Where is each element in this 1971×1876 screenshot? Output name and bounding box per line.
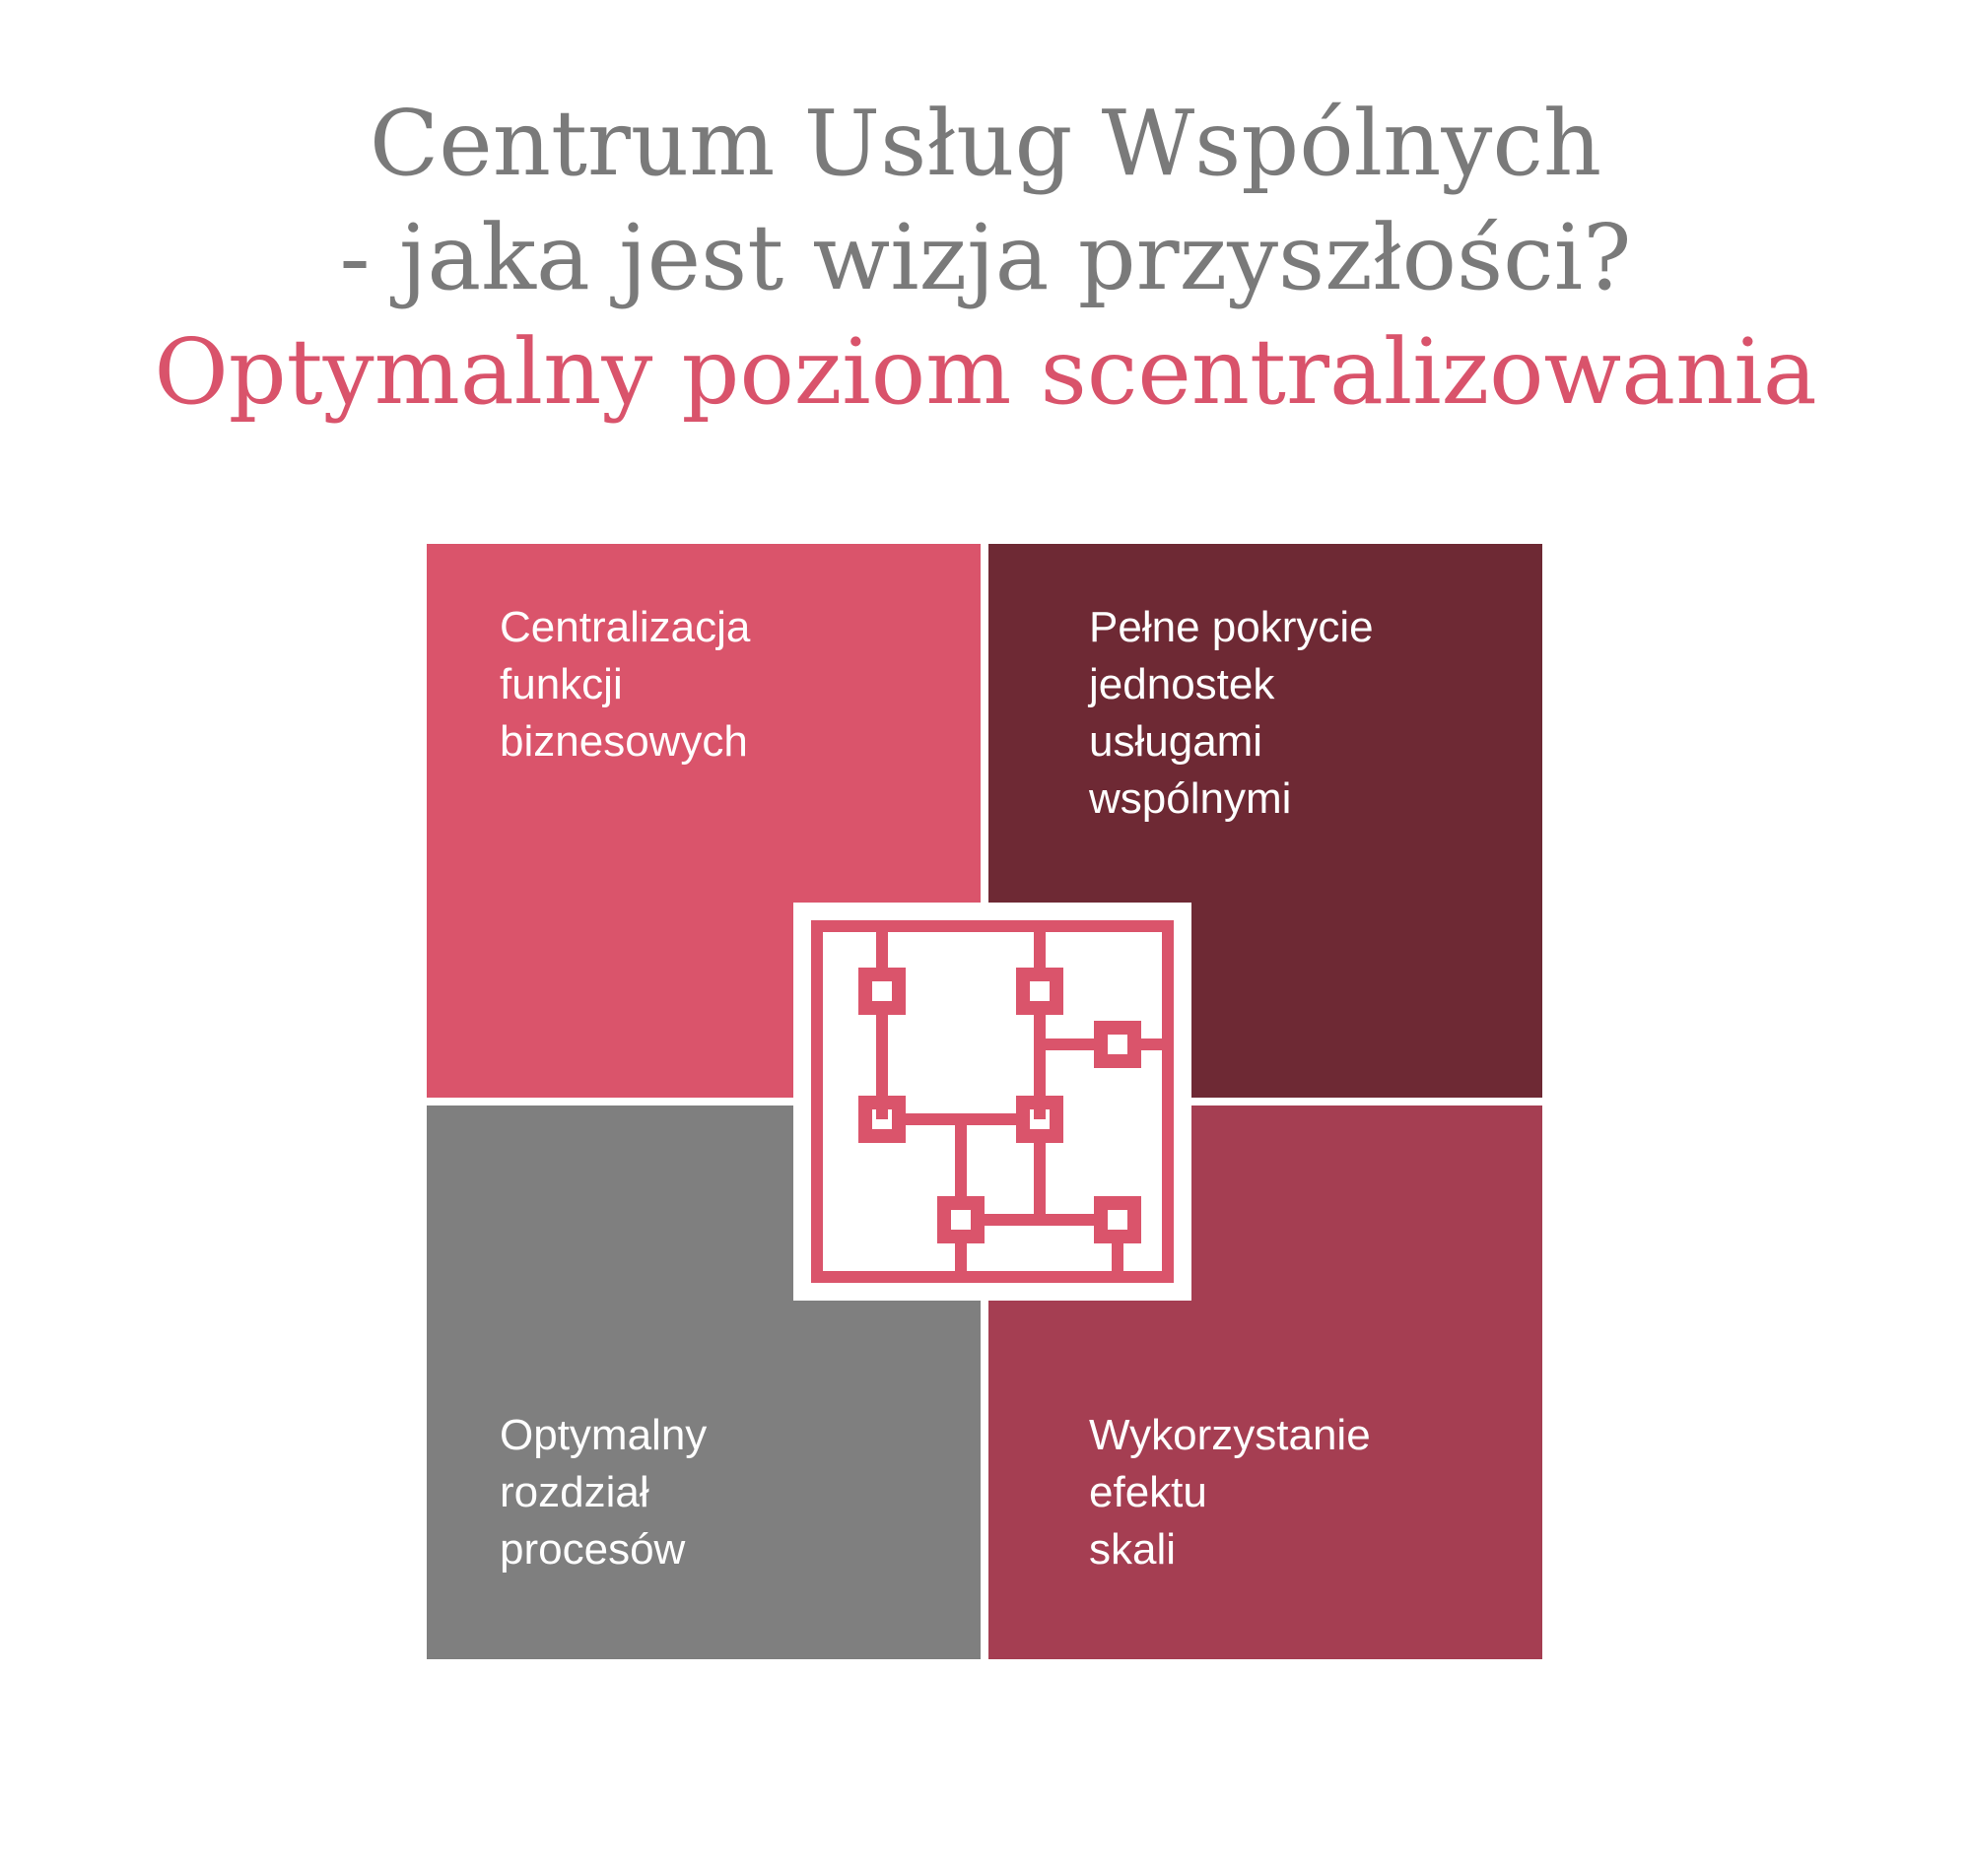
title-line-2: - jaka jest wizja przyszłości? <box>339 205 1632 310</box>
page-title: Centrum Usług Wspólnych - jaka jest wizj… <box>0 87 1971 430</box>
network-hierarchy-icon <box>793 903 1191 1301</box>
quadrant-label: Wykorzystanie efektu skali <box>1089 1411 1371 1574</box>
title-line-3: Optymalny poziom scentralizowania <box>154 319 1817 425</box>
quadrant-top-left: Centralizacja funkcji biznesowych <box>427 544 981 1098</box>
quadrant-label: Pełne pokrycie jednostek usługami wspóln… <box>1089 603 1374 823</box>
title-line-1: Centrum Usług Wspólnych <box>369 91 1602 196</box>
quadrant-label: Optymalny rozdział procesów <box>500 1411 708 1574</box>
quadrant-label: Centralizacja funkcji biznesowych <box>500 603 751 766</box>
